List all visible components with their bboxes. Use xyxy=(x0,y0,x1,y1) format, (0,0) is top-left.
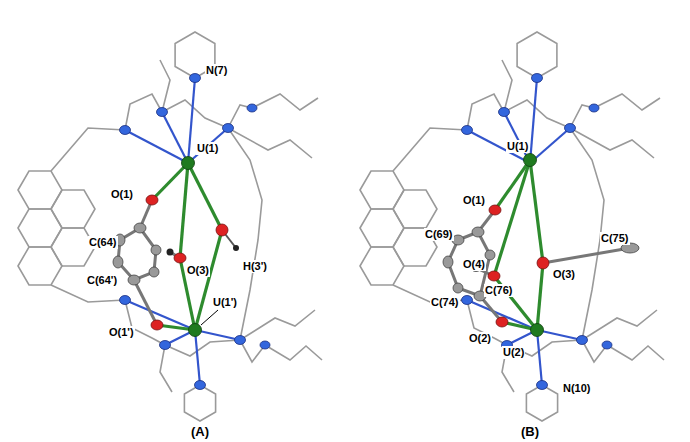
atom-label: O(3) xyxy=(552,268,576,281)
atom-label: O(2) xyxy=(468,332,492,345)
atom-label: O(3) xyxy=(186,264,210,277)
atom-label: C(74) xyxy=(430,296,460,309)
atom-label: C(75) xyxy=(600,232,630,245)
atom-label: C(69) xyxy=(424,228,454,241)
atom-label: O(1) xyxy=(462,194,486,207)
atom-label: C(64') xyxy=(86,274,118,287)
atom-label: O(4) xyxy=(462,258,486,271)
atom-label: U(1') xyxy=(212,296,238,309)
atom-label: U(1) xyxy=(506,140,529,153)
atom-label: C(64) xyxy=(88,236,118,249)
panel-label: (B) xyxy=(520,424,540,440)
atom-label: H(3') xyxy=(242,260,268,273)
structure-b xyxy=(360,32,664,421)
atom-label: U(2) xyxy=(502,346,525,359)
atom-label: N(7) xyxy=(205,64,228,77)
atom-label: U(1) xyxy=(196,142,219,155)
structure-a xyxy=(18,32,322,421)
atom-label: N(10) xyxy=(562,382,592,395)
panel-label: (A) xyxy=(190,424,210,440)
atom-label: C(76) xyxy=(484,284,514,297)
atom-label: O(1) xyxy=(110,188,134,201)
atom-label: O(1') xyxy=(108,326,135,339)
